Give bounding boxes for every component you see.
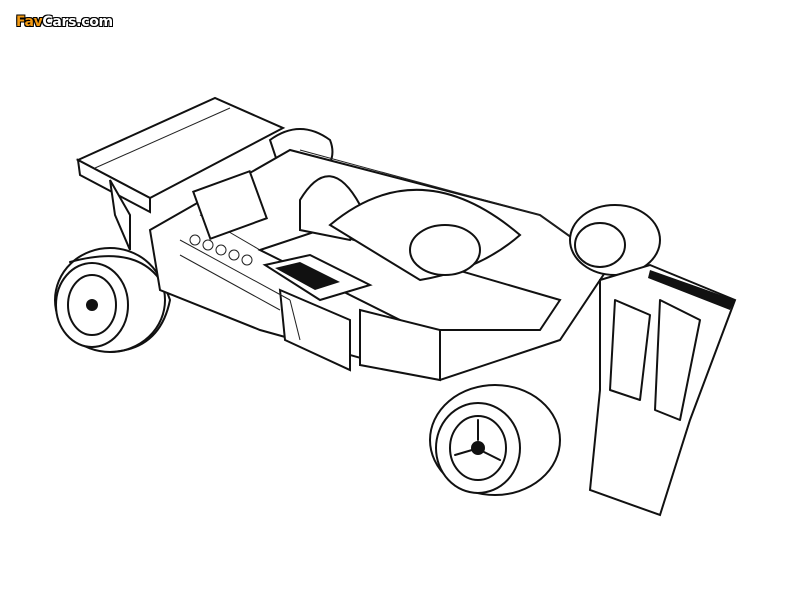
front-right-wheel: [569, 204, 661, 276]
front-wing: [588, 263, 737, 517]
logo-fav: Fav: [16, 14, 43, 30]
rear-wing: [75, 96, 286, 251]
chassis: [148, 148, 612, 382]
front-left-wheel: [429, 384, 561, 496]
favcars-watermark-logo: FavCars.com: [16, 14, 113, 30]
logo-cars: Cars.com: [42, 14, 113, 30]
rear-left-wheel: [54, 247, 171, 353]
engine-block: [189, 169, 269, 266]
